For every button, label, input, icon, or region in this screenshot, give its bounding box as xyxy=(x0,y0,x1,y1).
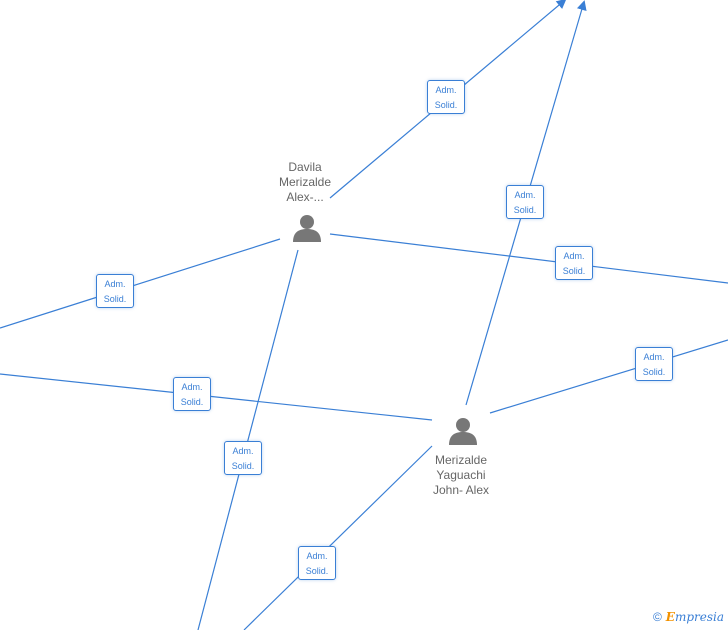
edge-label-line2: Solid. xyxy=(231,461,255,471)
brand-logo-initial: E xyxy=(665,610,675,624)
edge-label-line1: Adm. xyxy=(643,352,665,362)
edge-label-line1: Adm. xyxy=(232,446,254,456)
edge-davila-to-left xyxy=(0,238,281,329)
edge-label-line1: Adm. xyxy=(181,382,203,392)
person-icon[interactable] xyxy=(293,215,321,242)
edge-label-badge[interactable]: Adm. Solid. xyxy=(555,246,593,280)
edge-label-badge[interactable]: Adm. Solid. xyxy=(427,80,465,114)
edge-label-line1: Adm. xyxy=(306,551,328,561)
person-name-davila[interactable]: Davila Merizalde Alex-... xyxy=(278,160,332,204)
edge-label-badge[interactable]: Adm. Solid. xyxy=(96,274,134,308)
edge-davila-to-right xyxy=(329,233,728,284)
edge-left-to-merizalde xyxy=(0,373,433,421)
edge-label-line2: Solid. xyxy=(513,205,537,215)
edge-davila-to-bottom xyxy=(197,249,299,630)
edge-label-badge[interactable]: Adm. Solid. xyxy=(506,185,544,219)
edge-merizalde-to-bottom xyxy=(243,445,433,630)
edge-label-badge[interactable]: Adm. Solid. xyxy=(635,347,673,381)
edge-label-line2: Solid. xyxy=(434,100,458,110)
person-name-merizalde[interactable]: Merizalde Yaguachi John- Alex xyxy=(432,453,490,497)
brand-logo-text: mpresia xyxy=(674,610,724,624)
edge-label-badge[interactable]: Adm. Solid. xyxy=(173,377,211,411)
footer-credit: © Empresia xyxy=(653,610,724,624)
edge-merizalde-to-right xyxy=(489,339,728,414)
edge-label-line1: Adm. xyxy=(435,85,457,95)
person-icon[interactable] xyxy=(449,418,477,445)
edge-label-line1: Adm. xyxy=(563,251,585,261)
edge-label-line2: Solid. xyxy=(103,294,127,304)
edge-label-line1: Adm. xyxy=(514,190,536,200)
edge-label-line2: Solid. xyxy=(305,566,329,576)
copyright-icon: © xyxy=(652,610,662,624)
brand-logo[interactable]: Empresia xyxy=(666,610,724,624)
edge-label-line2: Solid. xyxy=(562,266,586,276)
edge-label-line2: Solid. xyxy=(642,367,666,377)
edge-label-badge[interactable]: Adm. Solid. xyxy=(298,546,336,580)
edge-label-line2: Solid. xyxy=(180,397,204,407)
edge-label-badge[interactable]: Adm. Solid. xyxy=(224,441,262,475)
edge-label-line1: Adm. xyxy=(104,279,126,289)
